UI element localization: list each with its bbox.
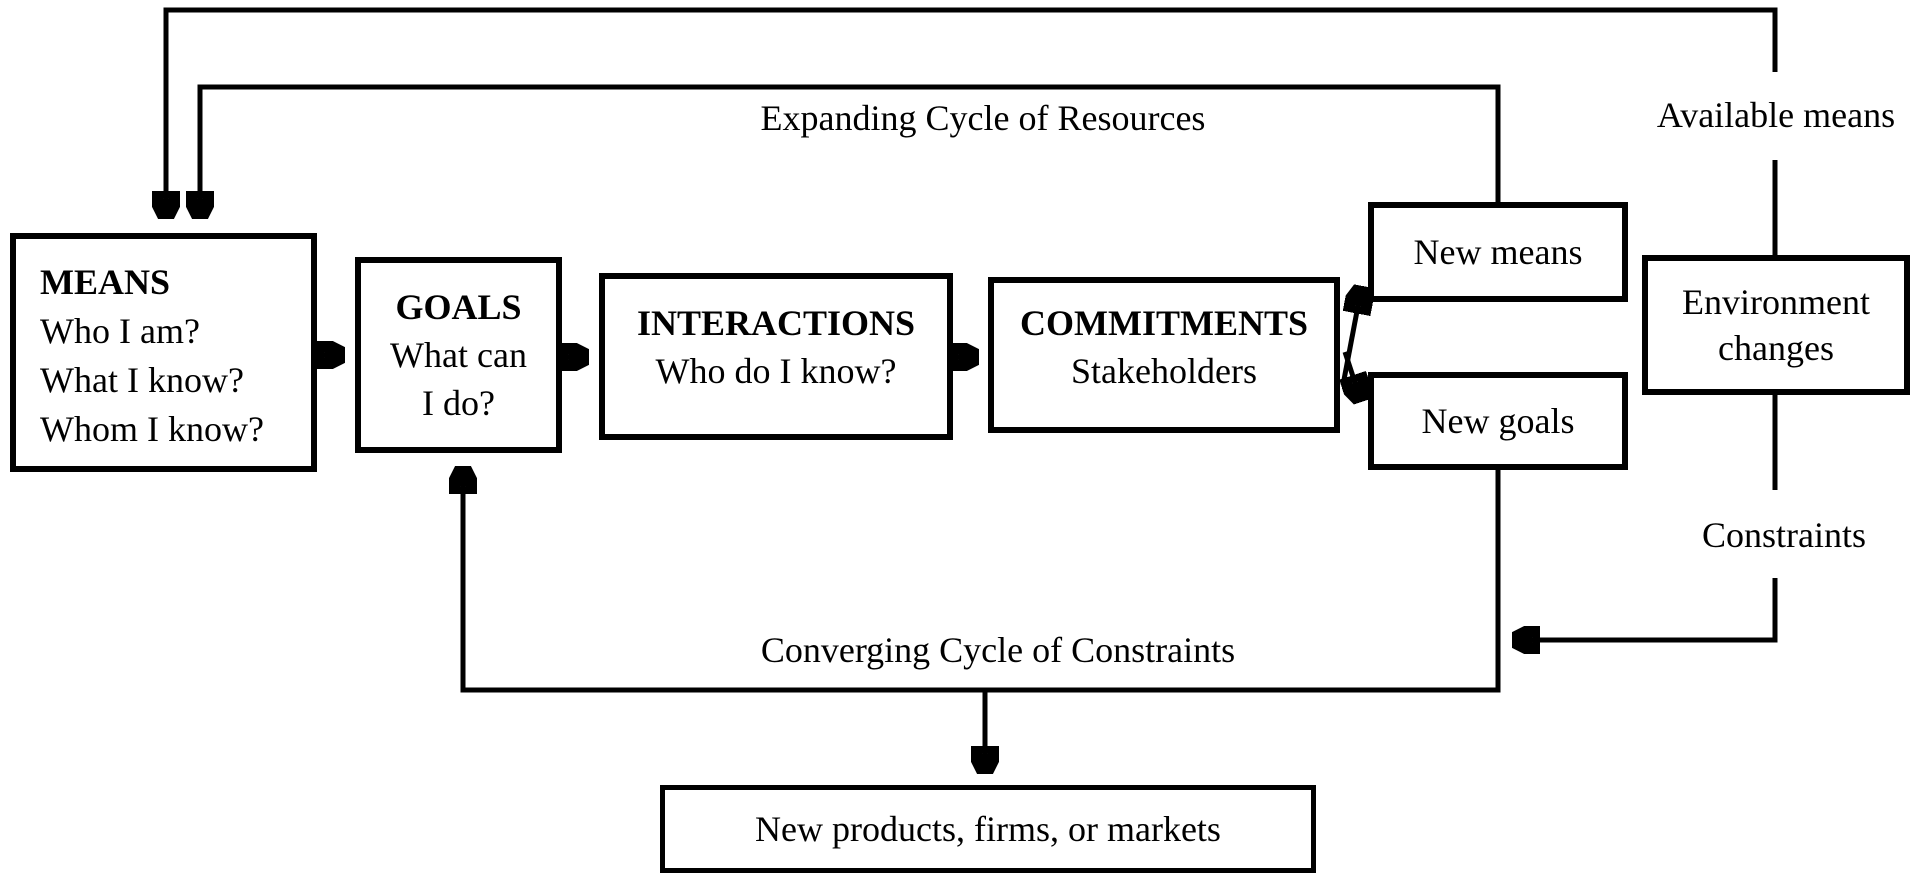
- commitments-to-new-means-arrow: [1340, 290, 1361, 386]
- commitments-to-new-goals-arrow: [1345, 351, 1360, 398]
- environment-changes-box: Environment changes: [1642, 255, 1910, 395]
- available-means-label: Available means: [1656, 95, 1896, 135]
- goals-line-1: What can: [390, 335, 527, 375]
- constraints-arrow: [1516, 578, 1778, 640]
- converging-cycle-label: Converging Cycle of Constraints: [760, 630, 1236, 670]
- environment-changes-line-1: Environment: [1682, 282, 1870, 322]
- expanding-inner-arrow: [200, 84, 1501, 215]
- means-line-3: Whom I know?: [40, 408, 264, 449]
- commitments-line-1: Stakeholders: [1071, 351, 1257, 391]
- outcome-box: New products, firms, or markets: [660, 785, 1316, 873]
- new-means-box: New means: [1368, 202, 1628, 302]
- new-means-label: New means: [1413, 232, 1583, 272]
- commitments-box: COMMITMENTS Stakeholders: [988, 277, 1340, 433]
- means-line-2: What I know?: [40, 359, 244, 400]
- interactions-line-1: Who do I know?: [655, 350, 897, 391]
- converging-cycle-arrow: [463, 468, 1501, 693]
- constraints-label: Constraints: [1701, 515, 1866, 555]
- interactions-box: INTERACTIONS Who do I know?: [599, 273, 953, 440]
- new-goals-box: New goals: [1368, 372, 1628, 470]
- expanding-cycle-label: Expanding Cycle of Resources: [760, 98, 1206, 138]
- commitments-title: COMMITMENTS: [1020, 303, 1308, 343]
- goals-title: GOALS: [395, 287, 522, 327]
- interactions-title: INTERACTIONS: [636, 302, 916, 343]
- expanding-outer-arrow: [166, 7, 1778, 215]
- environment-changes-line-2: changes: [1718, 328, 1834, 368]
- means-title: MEANS: [40, 261, 171, 302]
- new-goals-label: New goals: [1421, 401, 1575, 441]
- outcome-label: New products, firms, or markets: [755, 809, 1221, 849]
- goals-box: GOALS What can I do?: [355, 257, 562, 453]
- goals-line-2: I do?: [422, 383, 495, 423]
- means-box: MEANS Who I am? What I know? Whom I know…: [10, 233, 317, 472]
- means-line-1: Who I am?: [40, 310, 200, 351]
